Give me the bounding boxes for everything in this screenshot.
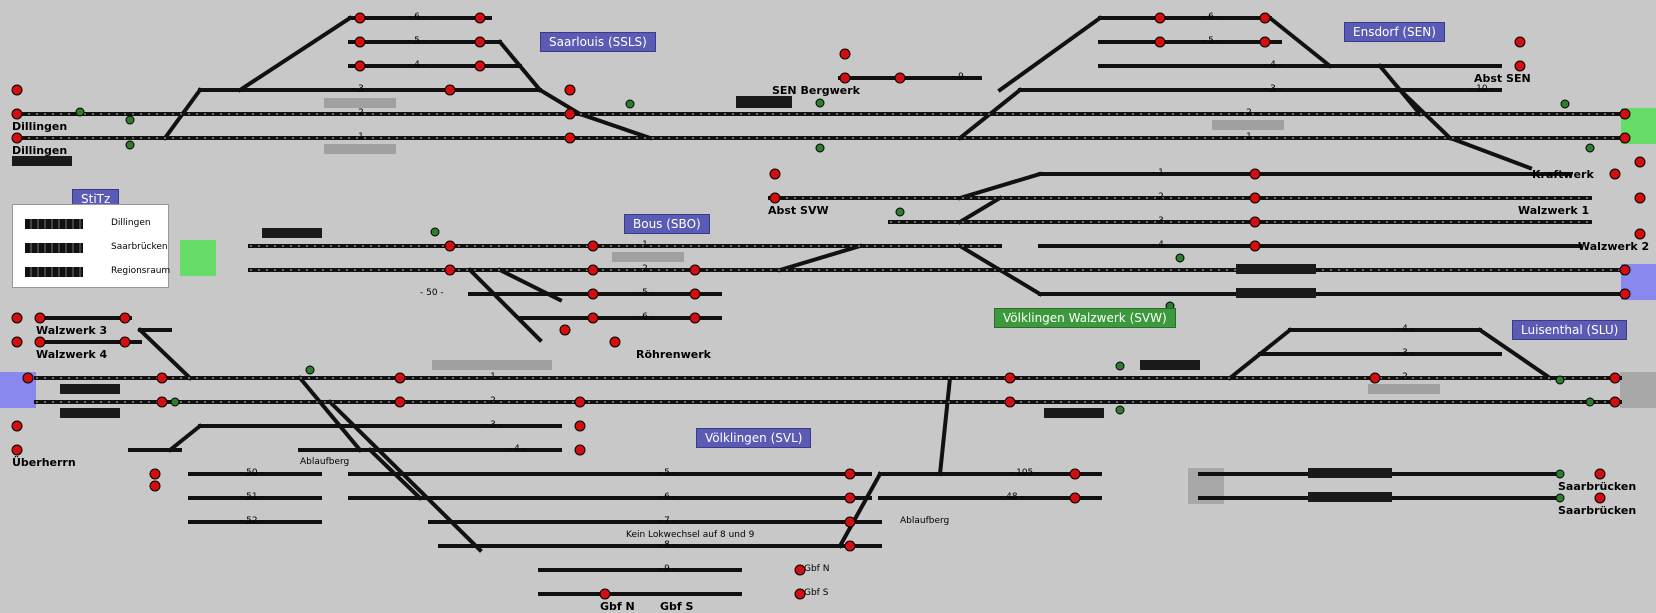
track-label: - 5 - — [636, 288, 654, 298]
boundary-marker — [1620, 372, 1656, 408]
place-label: Dillingen — [12, 144, 68, 157]
legend-panel: Dillingen Saarbrücken Regionsraum — [12, 204, 171, 288]
place-label: Überherrn — [12, 456, 76, 469]
legend-label: Dillingen — [111, 218, 151, 228]
track-label: - 6 - — [408, 12, 426, 22]
station-label-voelklingen-walzwerk[interactable]: Völklingen Walzwerk (SVW) — [994, 308, 1176, 328]
place-label: Röhrenwerk — [636, 348, 711, 361]
track-label: - 6 - — [1202, 12, 1220, 22]
station-label-bous[interactable]: Bous (SBO) — [624, 214, 710, 234]
track-label: - 6 - — [658, 492, 676, 502]
place-label: Walzwerk 2 — [1578, 240, 1650, 253]
track-label: - 2 - — [636, 264, 654, 274]
place-label: Dillingen — [12, 120, 68, 133]
track-label: - 10 - — [1470, 84, 1494, 94]
place-label: Ablaufberg — [300, 457, 350, 467]
track-label: - 3 - — [352, 84, 370, 94]
track-label: - 5 - — [408, 36, 426, 46]
place-label: Abst SVW — [768, 204, 829, 217]
track-label: - 4 - — [1152, 240, 1170, 250]
track-label: - 3 - — [1264, 84, 1282, 94]
track-label: - 8 - — [658, 540, 676, 550]
station-label-voelklingen[interactable]: Völklingen (SVL) — [696, 428, 812, 448]
place-label: Kein Lokwechsel auf 8 und 9 — [626, 530, 755, 540]
place-label: Saarbrücken — [1558, 480, 1637, 493]
place-label: Abst SEN — [1474, 72, 1531, 85]
track-label: - 48 - — [1000, 492, 1024, 502]
track-label: - 2 - — [1396, 372, 1414, 382]
place-label: Ablaufberg — [900, 516, 950, 526]
place-label: Walzwerk 4 — [36, 348, 108, 361]
track-label: - 1 - — [1152, 168, 1170, 178]
station-label-saarlouis[interactable]: Saarlouis (SSLS) — [540, 32, 656, 52]
track-label: - 5 - — [658, 468, 676, 478]
track-label: - 1 - — [484, 372, 502, 382]
track-label: - 9 - — [952, 72, 970, 82]
track-label: - 6 - — [636, 312, 654, 322]
track-label: - 1 - — [1240, 132, 1258, 142]
track-label: - 3 - — [1396, 348, 1414, 358]
track-label: - 4 - — [1396, 324, 1414, 334]
place-label: Saarbrücken — [1558, 504, 1637, 517]
legend-label: Saarbrücken — [111, 242, 168, 252]
track-label: - 105 - — [1010, 468, 1040, 478]
track-label: - 3 - — [484, 420, 502, 430]
station-label-luisenthal[interactable]: Luisenthal (SLU) — [1512, 320, 1628, 340]
track-label: - 50 - — [240, 468, 264, 478]
track-label: - 9 - — [658, 564, 676, 574]
track-label: - 7 - — [658, 516, 676, 526]
track-label: - 3 - — [1152, 216, 1170, 226]
track-label: - 2 - — [352, 108, 370, 118]
legend-label: Regionsraum — [111, 266, 171, 276]
track-label: - 4 - — [508, 444, 526, 454]
place-label: Kraftwerk — [1532, 168, 1594, 181]
place-label: Gbf N — [804, 564, 830, 574]
track-label: - 4 - — [408, 60, 426, 70]
track-label: - 2 - — [1240, 108, 1258, 118]
track-label: - 1 - — [352, 132, 370, 142]
track-label: - 5 - — [1202, 36, 1220, 46]
station-label-ensdorf[interactable]: Ensdorf (SEN) — [1344, 22, 1445, 42]
track-label: - 52 - — [240, 516, 264, 526]
track-label: - 4 - — [1264, 60, 1282, 70]
place-label: Walzwerk 3 — [36, 324, 108, 337]
boundary-marker — [180, 240, 216, 276]
place-label: Gbf S — [804, 588, 829, 598]
place-label: Gbf N — [600, 600, 635, 613]
track-label: - 50 - — [420, 288, 444, 298]
place-label: Walzwerk 1 — [1518, 204, 1590, 217]
track-label: - 51 - — [240, 492, 264, 502]
track-label: - 2 - — [1152, 192, 1170, 202]
track-label: - 2 - — [484, 396, 502, 406]
place-label: SEN Bergwerk — [772, 84, 860, 97]
track-label: - 1 - — [636, 240, 654, 250]
place-label: Gbf S — [660, 600, 694, 613]
